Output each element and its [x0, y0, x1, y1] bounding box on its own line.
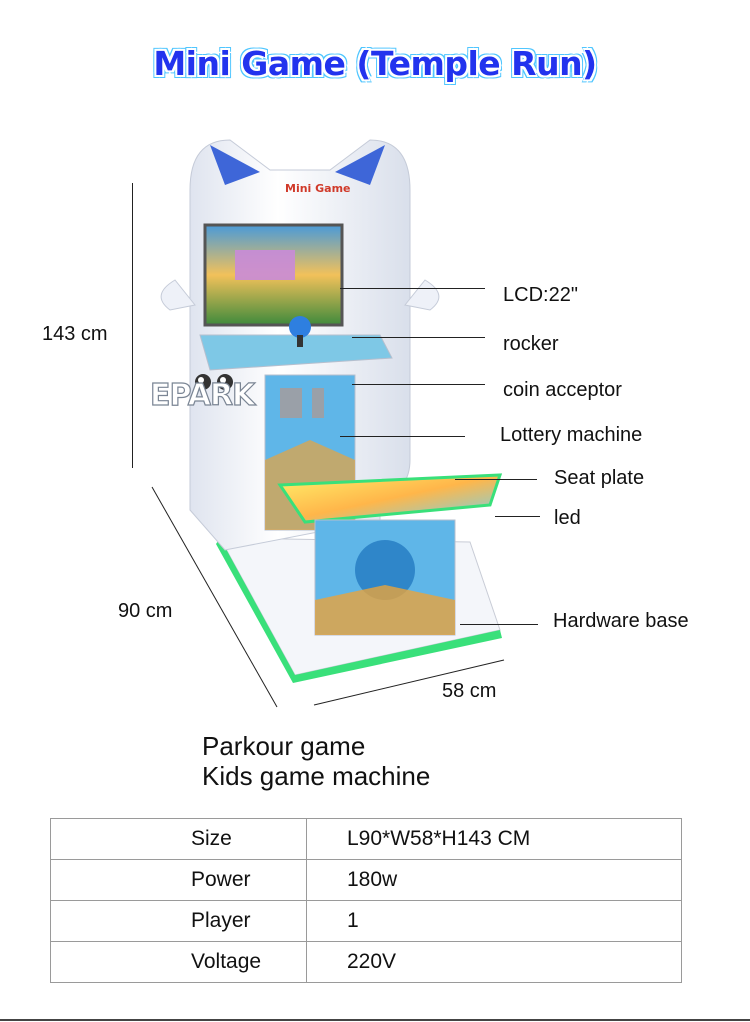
right-wing [404, 279, 440, 311]
callout-rocker: rocker [503, 333, 559, 355]
height-dimension-line [132, 183, 133, 468]
left-wing [160, 279, 196, 311]
callout-led: led [554, 507, 581, 529]
width-dimension-line [313, 659, 505, 706]
callout-lcd: LCD:22" [503, 284, 578, 306]
height-dimension: 143 cm [42, 323, 108, 345]
table-row: Voltage 220V [50, 941, 682, 983]
spec-value: 1 [306, 900, 682, 942]
arcade-machine-illustration: Mini Game EPARK [149, 139, 503, 683]
spec-key: Power [50, 859, 307, 901]
seat-plate [277, 473, 503, 524]
depth-dimension: 90 cm [118, 600, 173, 622]
page-title: Mini Game (Temple Run) [153, 44, 597, 83]
spec-key: Voltage [50, 941, 307, 983]
spec-value: 220V [306, 941, 682, 983]
bottom-divider [0, 1019, 750, 1021]
table-row: Power 180w [50, 859, 682, 901]
rocker-knob [289, 316, 311, 338]
depth-dimension-line [151, 486, 278, 708]
table-row: Player 1 [50, 900, 682, 942]
description-line-2: Kids game machine [202, 761, 431, 791]
right-ear [335, 145, 385, 185]
spec-value: 180w [306, 859, 682, 901]
led-strip [216, 538, 502, 683]
left-ear [210, 145, 260, 185]
specs-table: Size L90*W58*H143 CM Power 180w Player 1… [50, 818, 682, 983]
width-dimension: 58 cm [442, 680, 497, 702]
spec-key: Player [50, 900, 307, 942]
callout-hardware-base: Hardware base [553, 610, 689, 632]
table-row: Size L90*W58*H143 CM [50, 818, 682, 860]
spec-value: L90*W58*H143 CM [306, 818, 682, 860]
control-panel [199, 334, 393, 371]
machine-logo: Mini Game [285, 182, 351, 195]
callout-seat-plate: Seat plate [554, 467, 645, 489]
description-line-1: Parkour game [202, 731, 366, 761]
spec-key: Size [50, 818, 307, 860]
callout-coin-acceptor: coin acceptor [503, 379, 622, 401]
callout-lottery-machine: Lottery machine [500, 424, 643, 446]
brand-watermark: EPARK [150, 378, 257, 413]
